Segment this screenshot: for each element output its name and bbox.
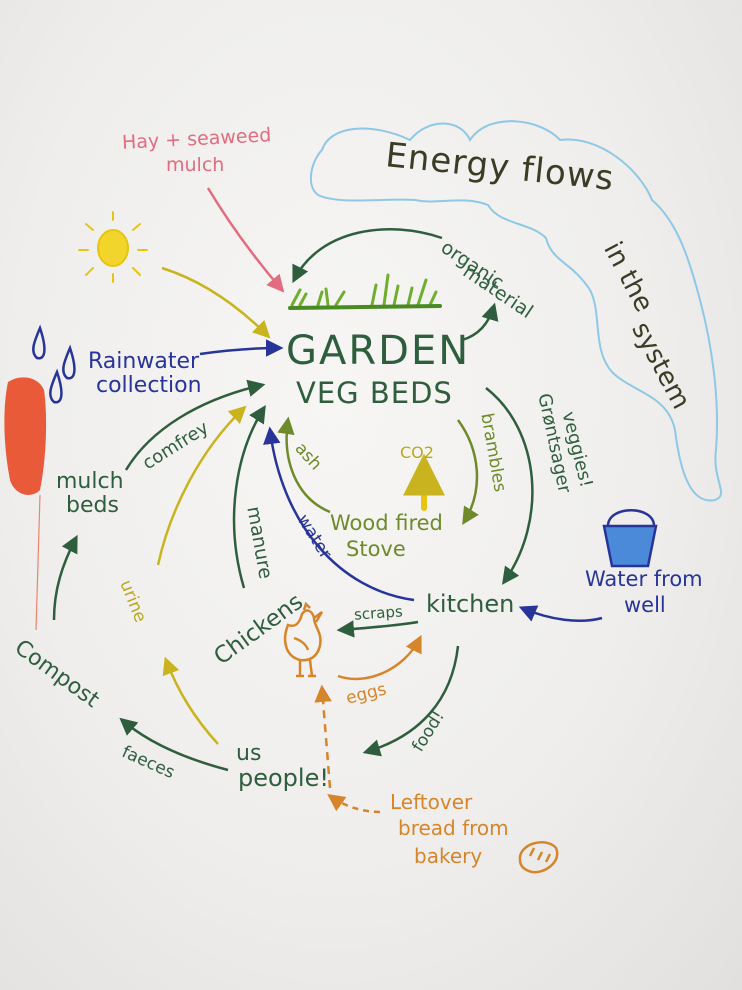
- scraps-label: scraps: [353, 602, 404, 624]
- brambles-arrow: [456, 419, 479, 525]
- hay-mulch-label-2: mulch: [166, 154, 225, 176]
- red-crayon-line: [35, 494, 41, 631]
- chicken-icon: [283, 601, 324, 678]
- leftover-label-2: bread from: [398, 816, 509, 840]
- stove-label-1: Wood fired: [330, 511, 443, 535]
- bread-icon: [518, 841, 559, 874]
- grass-tuft-icon: [288, 273, 442, 310]
- faeces-arrow: [119, 717, 229, 772]
- sun-icon: [78, 211, 148, 283]
- title-cloud-outline: [309, 120, 723, 502]
- garden-label: GARDEN: [286, 328, 471, 374]
- well-water-arrow: [518, 605, 603, 623]
- manure-arrow: [232, 405, 266, 589]
- hay-mulch-arrow: [206, 187, 285, 293]
- sun-arrow: [161, 266, 271, 339]
- raindrops-icon: [32, 324, 76, 404]
- water-from-well-label-2: well: [624, 593, 666, 617]
- kitchen-label: kitchen: [426, 590, 515, 618]
- mulch-beds-label-2: beds: [66, 493, 119, 518]
- organic-material-arrow: [292, 228, 443, 284]
- us-label: us: [236, 741, 262, 766]
- mulch-beds-label-1: mulch: [56, 469, 124, 494]
- stove-label-2: Stove: [346, 537, 406, 561]
- ash-arrow: [277, 416, 331, 514]
- bread-to-chickens-arrow: [314, 684, 332, 789]
- water-from-well-label-1: Water from: [585, 567, 703, 591]
- veggies-arrow: [485, 387, 534, 585]
- leftover-label-1: Leftover: [390, 790, 473, 814]
- leftover-label-3: bakery: [414, 844, 483, 868]
- rainwater-label-2: collection: [96, 373, 202, 398]
- garden-out-arrow: [461, 302, 499, 342]
- urine-short-arrow: [162, 656, 219, 745]
- scraps-arrow: [336, 620, 419, 638]
- comfrey-arrow: [124, 379, 266, 471]
- people-label: people!: [238, 764, 329, 792]
- water-arrow: [263, 426, 415, 602]
- bucket-icon: [602, 509, 658, 568]
- eggs-arrow: [337, 634, 422, 681]
- compost-arrow: [52, 534, 78, 621]
- rainwater-arrow: [199, 339, 284, 357]
- bread-to-people-arrow: [327, 793, 381, 814]
- food-arrow: [362, 645, 460, 757]
- co2-label: CO2: [400, 443, 434, 462]
- veg-beds-label: VEG BEDS: [296, 376, 453, 410]
- red-crayon-mark: [4, 377, 47, 495]
- urine-long-arrow: [156, 405, 247, 566]
- rainwater-label-1: Rainwater: [88, 349, 200, 374]
